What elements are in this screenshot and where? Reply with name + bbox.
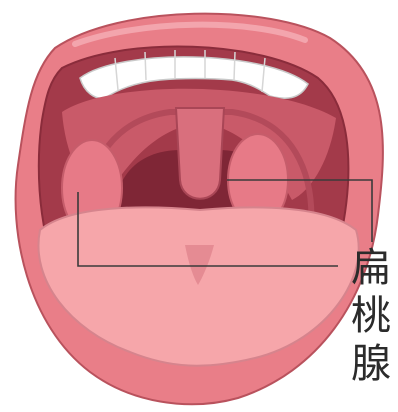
mouth-illustration	[16, 14, 383, 405]
label-text: 扁 桃 腺	[351, 245, 391, 387]
uvula	[176, 108, 224, 199]
label-char-1: 扁	[351, 245, 391, 291]
label-char-3: 腺	[351, 341, 391, 387]
label-char-2: 桃	[351, 293, 391, 339]
